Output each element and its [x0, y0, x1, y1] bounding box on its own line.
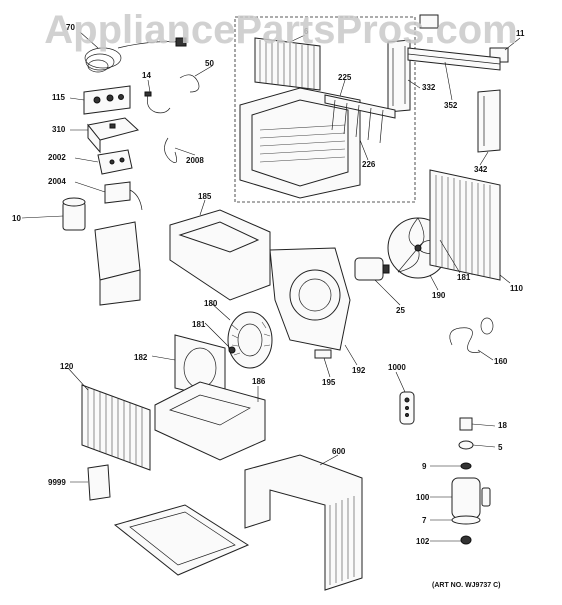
label-600: 600 [332, 447, 346, 456]
front-assembly-dashed-box [234, 16, 416, 203]
nut-181-lower[interactable] [228, 346, 236, 354]
label-190: 190 [432, 291, 446, 300]
label-1000: 1000 [388, 363, 406, 372]
label-185: 185 [198, 192, 212, 201]
part-18[interactable] [459, 417, 473, 431]
control-board-2002[interactable] [97, 149, 133, 175]
label-180: 180 [204, 299, 218, 308]
label-195: 195 [322, 378, 336, 387]
power-cord-70[interactable] [84, 37, 187, 73]
label-192: 192 [352, 366, 366, 375]
label-14: 14 [142, 71, 151, 80]
tube-160[interactable] [449, 317, 494, 353]
label-25: 25 [396, 306, 405, 315]
louver-assembly-225[interactable] [324, 94, 396, 144]
label-352: 352 [444, 101, 458, 110]
sensor-50[interactable] [179, 74, 200, 93]
label-181-lower: 181 [192, 320, 206, 329]
label-7: 7 [422, 516, 427, 525]
label-70: 70 [66, 23, 75, 32]
rail-352[interactable] [407, 47, 501, 71]
label-2008: 2008 [186, 156, 204, 165]
duct-185[interactable] [169, 209, 271, 301]
label-100: 100 [416, 493, 430, 502]
label-115: 115 [52, 93, 65, 102]
label-2004: 2004 [48, 177, 66, 186]
control-bracket[interactable] [94, 221, 141, 306]
label-9999: 9999 [48, 478, 66, 487]
label-11: 11 [516, 29, 525, 38]
side-curtain-342[interactable] [477, 89, 501, 153]
part-labels: 70 6 11 14 50 115 225 332 352 310 2008 2… [12, 23, 525, 589]
part-7[interactable] [451, 515, 481, 525]
relay-2004[interactable] [104, 181, 143, 211]
art-number: (ART NO. WJ9737 C) [432, 582, 500, 589]
label-5: 5 [498, 443, 503, 452]
shroud-192[interactable] [269, 247, 351, 351]
label-226: 226 [362, 160, 376, 169]
manual-9999[interactable] [87, 464, 111, 501]
compressor-100[interactable] [451, 477, 481, 519]
label-6: 6 [304, 27, 309, 36]
label-18: 18 [498, 421, 507, 430]
side-curtain-332[interactable] [387, 39, 411, 113]
front-cabinet[interactable] [239, 87, 361, 199]
label-332: 332 [422, 83, 436, 92]
label-186: 186 [252, 377, 266, 386]
part-5[interactable] [458, 440, 474, 450]
label-50: 50 [205, 59, 214, 68]
part-195[interactable] [314, 349, 332, 359]
label-10: 10 [12, 214, 21, 223]
part-102[interactable] [460, 535, 472, 545]
control-housing-310[interactable] [87, 117, 140, 154]
capacitor-10[interactable] [62, 197, 86, 231]
compressor-assembly[interactable] [451, 417, 491, 545]
label-225: 225 [338, 73, 352, 82]
label-110: 110 [510, 284, 523, 293]
part-9[interactable] [460, 462, 472, 470]
motor-25[interactable] [354, 257, 390, 281]
base-186[interactable] [154, 381, 266, 461]
control-overlay-115[interactable] [83, 85, 131, 115]
filter-grille-6[interactable] [254, 37, 321, 91]
label-120: 120 [60, 362, 74, 371]
label-182: 182 [134, 353, 148, 362]
label-310: 310 [52, 125, 66, 134]
wrapper-600[interactable] [244, 454, 363, 591]
label-2002: 2002 [48, 153, 66, 162]
label-342: 342 [474, 165, 488, 174]
label-102: 102 [416, 537, 430, 546]
leader-lines [21, 31, 521, 542]
harness-14[interactable] [144, 91, 171, 114]
base-pan[interactable] [113, 504, 250, 576]
wire-2008[interactable] [164, 137, 177, 163]
condenser-coil-110[interactable] [429, 169, 501, 281]
remote-1000[interactable] [399, 391, 415, 425]
label-9: 9 [422, 462, 427, 471]
label-181-upper: 181 [457, 273, 471, 282]
evaporator-coil-120[interactable] [81, 384, 151, 471]
blower-wheel-180[interactable] [227, 311, 273, 369]
label-160: 160 [494, 357, 508, 366]
